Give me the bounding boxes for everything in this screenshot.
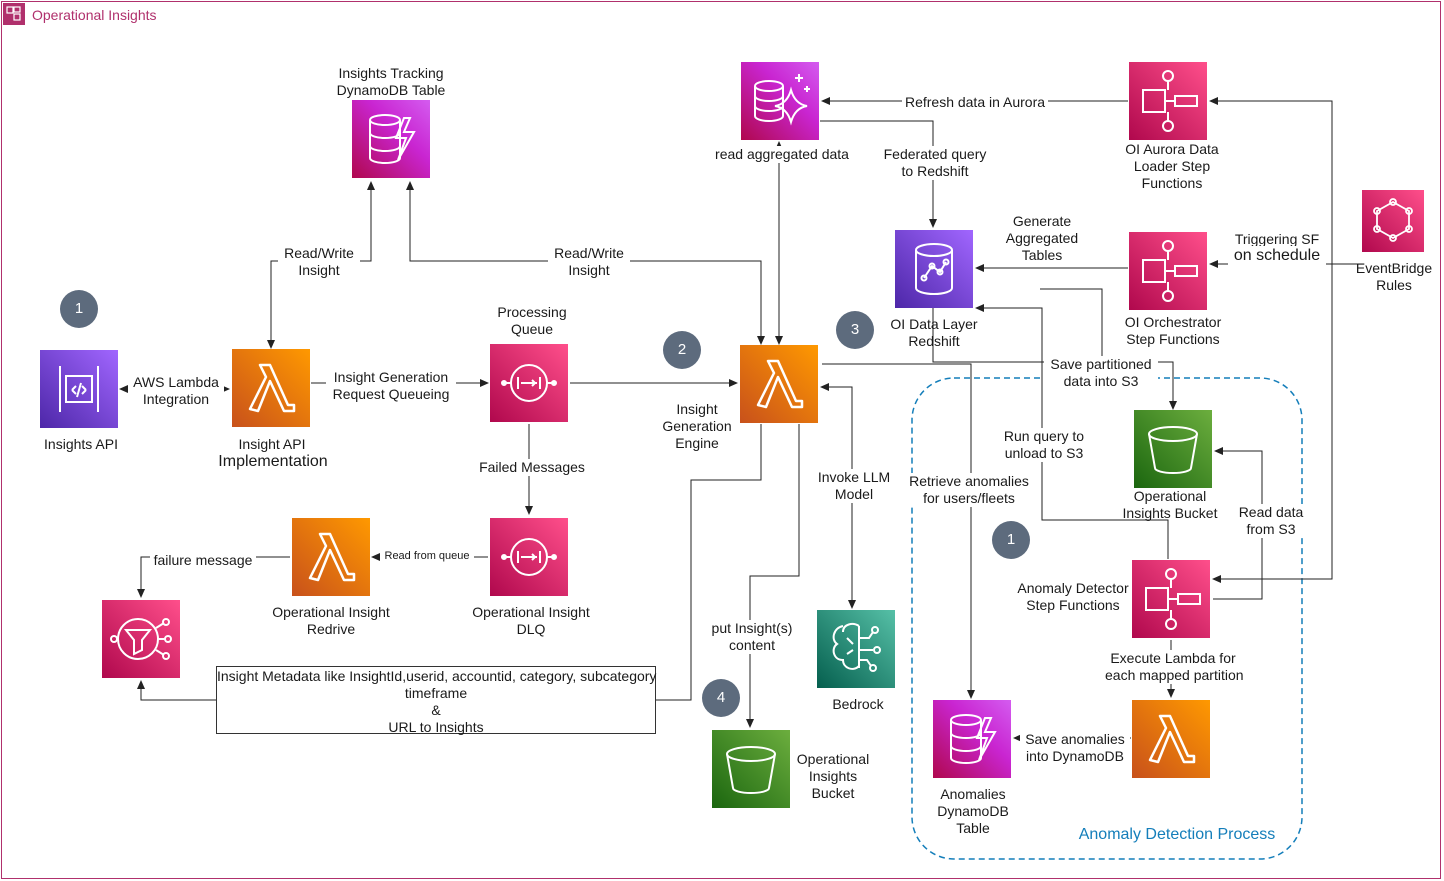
sns-topic-icon[interactable] (102, 600, 180, 678)
edge-label-put-insight: put Insight(s) content (704, 620, 800, 654)
step-badge-1-right: 1 (992, 521, 1030, 559)
edge-metadata-sns (137, 680, 216, 701)
bedrock-icon[interactable] (817, 610, 895, 688)
tracking-table-label: Insights Tracking DynamoDB Table (336, 65, 446, 98)
right-bucket-label: Operational Insights Bucket (1122, 488, 1218, 521)
bottom-bucket-label: Operational Insights Bucket (796, 751, 870, 801)
redshift-icon[interactable] (895, 230, 973, 308)
edge-label-save-partitioned: Save partitioned data into S3 (1044, 356, 1158, 390)
api-gateway-icon[interactable] (40, 350, 118, 428)
edge-label-rw-right: Read/Write Insight (548, 245, 630, 279)
edge-label-invoke-llm: Invoke LLM Model (812, 469, 896, 503)
redrive-lambda-icon[interactable] (292, 518, 370, 596)
edge-label-save-anomalies: Save anomalies into DynamoDB (1020, 731, 1130, 765)
s3-bucket-icon[interactable] (712, 730, 790, 808)
anomaly-group-label: Anomaly Detection Process (1078, 826, 1276, 843)
edge-put-insight (746, 424, 800, 728)
aurora-loader-label: OI Aurora Data Loader Step Functions (1125, 141, 1219, 191)
edge-orchestrator-bucket (1040, 288, 1103, 362)
s3-bucket-right-icon[interactable] (1134, 410, 1212, 488)
edge-label-failure-message: failure message (150, 552, 256, 569)
dlq-queue-icon[interactable] (490, 518, 568, 596)
step-badge-2: 2 (663, 331, 701, 369)
aurora-loader-stepfunctions-icon[interactable] (1129, 62, 1207, 140)
lambda-icon[interactable] (232, 349, 310, 427)
edge-label-triggering: Triggering SF (1230, 231, 1324, 248)
edge-trigger-anomaly (1212, 264, 1333, 583)
bedrock-label: Bedrock (832, 696, 884, 712)
processing-queue-label: Processing Queue (497, 304, 567, 337)
insight-metadata-text: Insight Metadata like InsightId,userid, … (217, 668, 657, 735)
edge-label-on-schedule: on schedule (1228, 246, 1326, 265)
edge-label-read-from-queue: Read from queue (380, 550, 474, 563)
anomaly-lambda-icon[interactable] (1132, 700, 1210, 778)
eventbridge-icon[interactable] (1362, 190, 1424, 252)
anomalies-dynamodb-icon[interactable] (933, 700, 1011, 778)
edge-federated-query (820, 120, 937, 228)
step-badge-1-left: 1 (60, 290, 98, 328)
edge-label-retrieve: Retrieve anomalies for users/fleets (904, 473, 1034, 507)
engine-label: Insight Generation Engine (662, 401, 732, 451)
anomalies-table-label: Anomalies DynamoDB Table (937, 786, 1009, 836)
orchestrator-stepfunctions-icon[interactable] (1129, 232, 1207, 310)
dlq-label: Operational Insight DLQ (472, 604, 590, 637)
edge-label-run-query: Run query to unload to S3 (998, 428, 1090, 462)
data-layer-label: OI Data Layer Redshift (890, 316, 978, 349)
edge-label-generate-aggregated: Generate Aggregated Tables (998, 213, 1086, 264)
edge-label-lambda-integration: AWS Lambda Integration (128, 374, 224, 408)
edge-label-queueing: Insight Generation Request Queueing (326, 369, 456, 403)
insight-api-label: Insight API (238, 436, 306, 452)
edge-label-rw-left: Read/Write Insight (278, 245, 360, 279)
edge-run-query (975, 304, 1169, 559)
group-icon (3, 3, 25, 25)
insight-metadata-box: Insight Metadata like InsightId,userid, … (216, 666, 657, 735)
implementation-label: Implementation (218, 453, 328, 470)
edge-label-read-data: Read data from S3 (1234, 504, 1308, 538)
edge-retrieve-anomalies (822, 363, 975, 699)
aurora-icon[interactable] (741, 62, 819, 140)
insight-engine-lambda-icon[interactable] (740, 345, 818, 423)
eventbridge-label: EventBridge Rules (1355, 260, 1433, 293)
edge-label-refresh-aurora: Refresh data in Aurora (902, 94, 1048, 111)
redrive-label: Operational Insight Redrive (272, 604, 390, 637)
insights-api-label: Insights API (44, 436, 118, 452)
step-badge-3: 3 (836, 311, 874, 349)
anomaly-detector-label: Anomaly Detector Step Functions (1017, 580, 1129, 613)
dynamodb-icon[interactable] (352, 100, 430, 178)
orchestrator-label: OI Orchestrator Step Functions (1124, 314, 1222, 347)
edge-invoke-llm (820, 383, 856, 609)
edge-label-federated: Federated query to Redshift (874, 146, 996, 180)
step-badge-4: 4 (702, 679, 740, 717)
edge-label-read-aggregated: read aggregated data (710, 146, 854, 163)
edge-label-execute-lambda: Execute Lambda for each mapped partition (1104, 650, 1244, 684)
edge-label-failed: Failed Messages (474, 459, 590, 476)
sqs-queue-icon[interactable] (490, 344, 568, 422)
edge-metadata (656, 424, 762, 701)
diagram-title: Operational Insights (32, 7, 157, 23)
anomaly-detector-stepfunctions-icon[interactable] (1132, 560, 1210, 638)
